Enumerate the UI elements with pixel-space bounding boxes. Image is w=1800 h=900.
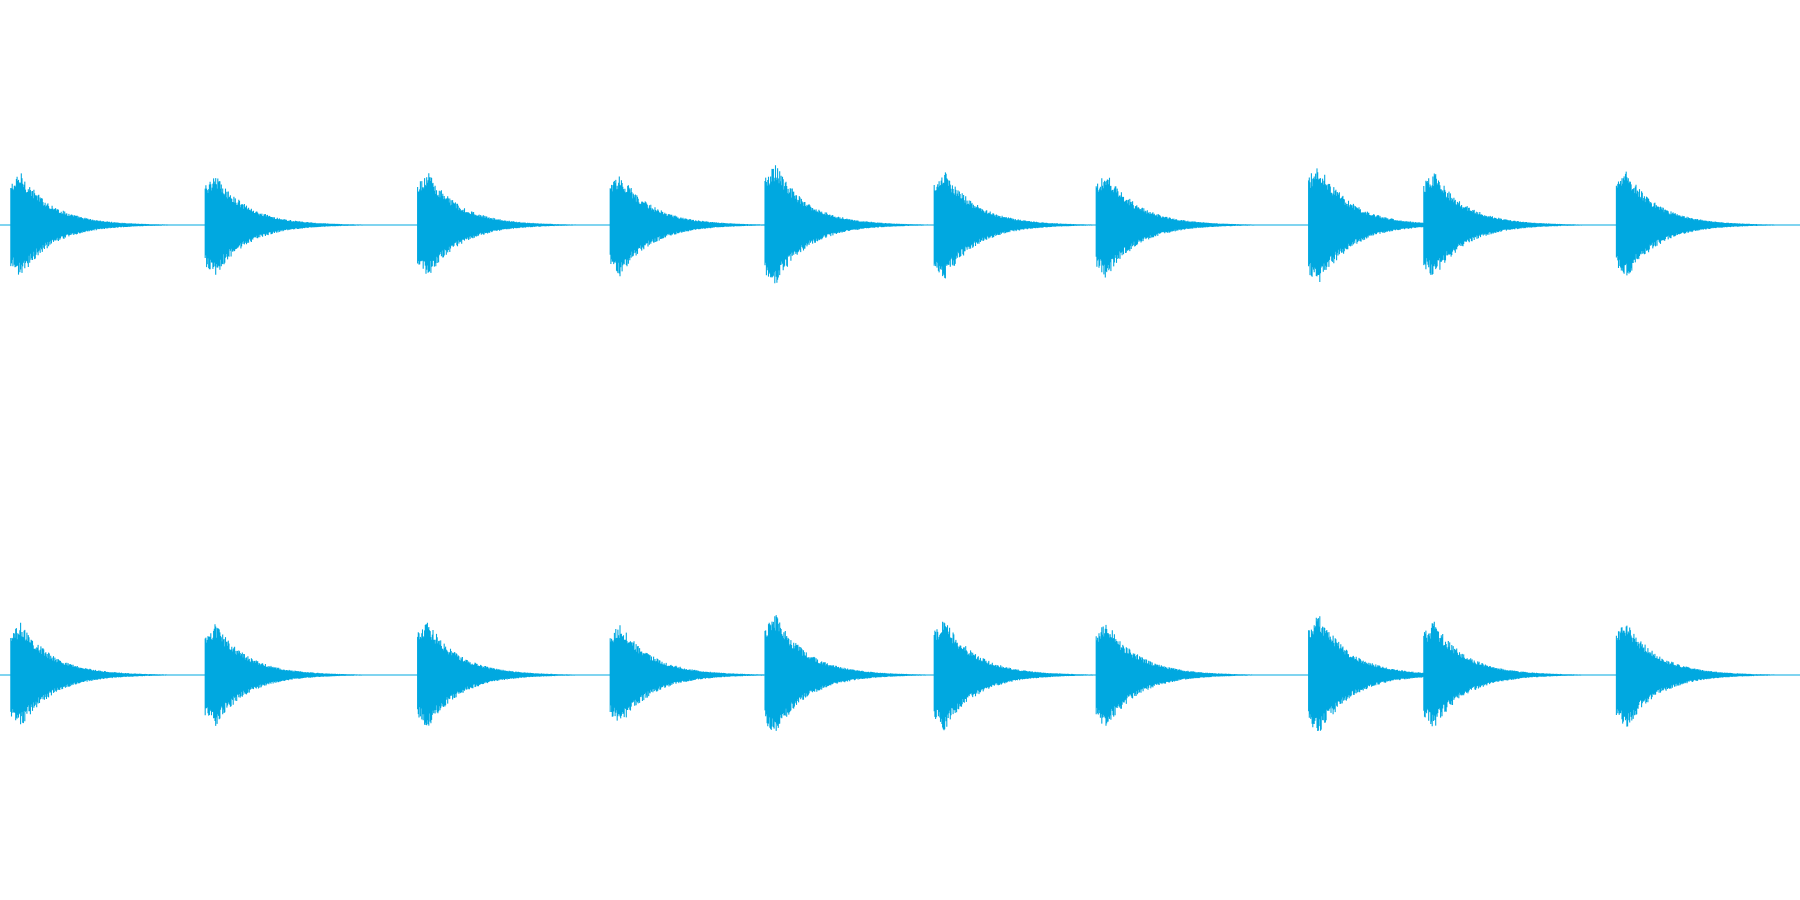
channel-2-burst-5 bbox=[764, 615, 934, 731]
channel-1-burst-9 bbox=[1423, 173, 1593, 275]
channel-1-burst-10 bbox=[1615, 171, 1785, 276]
channel-2-burst-1 bbox=[10, 622, 180, 725]
channel-1-track[interactable] bbox=[0, 165, 1800, 284]
channel-1-burst-5 bbox=[764, 165, 934, 284]
channel-2-burst-10 bbox=[1615, 625, 1785, 727]
channel-2-track[interactable] bbox=[0, 615, 1800, 731]
channel-1-burst-6 bbox=[933, 172, 1103, 279]
channel-1-burst-2 bbox=[204, 178, 374, 275]
channel-1-burst-1 bbox=[10, 173, 180, 275]
channel-2-burst-4 bbox=[609, 625, 779, 721]
channel-1-burst-7 bbox=[1095, 177, 1265, 278]
channel-2-burst-7 bbox=[1095, 624, 1265, 726]
channel-2-burst-3 bbox=[417, 622, 587, 726]
channel-2-burst-9 bbox=[1423, 621, 1593, 727]
channel-2-burst-6 bbox=[933, 621, 1103, 731]
channel-1-burst-4 bbox=[609, 176, 779, 277]
channel-2-burst-2 bbox=[204, 624, 374, 726]
channel-1-burst-3 bbox=[417, 173, 587, 274]
